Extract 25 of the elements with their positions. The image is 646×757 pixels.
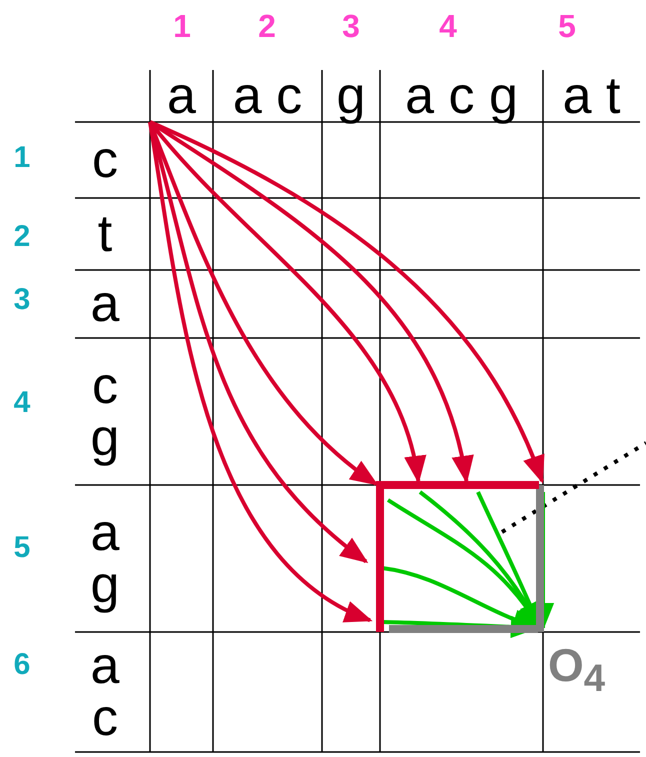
arrow	[532, 492, 554, 631]
sequence-letters: a	[90, 278, 120, 330]
sequence-letters: a c	[90, 640, 120, 744]
sequence-letters: a c	[232, 70, 304, 122]
column-number: 5	[557, 10, 577, 42]
sequence-letters: t	[96, 208, 114, 260]
column-number: 2	[257, 10, 277, 42]
sequence-letters: a t	[562, 70, 622, 122]
row-number: 4	[12, 388, 32, 418]
column-number: 3	[341, 10, 361, 42]
sequence-letters: a c g	[404, 70, 519, 122]
sequence-letters: g	[336, 70, 366, 122]
row-number: 5	[12, 533, 32, 563]
row-number: 1	[12, 143, 32, 173]
column-number: 4	[438, 10, 458, 42]
sequence-letters: c	[91, 134, 119, 186]
row-number: 6	[12, 650, 32, 680]
column-number: 1	[172, 10, 192, 42]
sequence-letters: c g	[90, 360, 120, 464]
row-number: 3	[12, 285, 32, 315]
row-number: 2	[12, 222, 32, 252]
arrow	[149, 120, 544, 484]
sequence-letters: a	[166, 70, 197, 122]
sequence-letters: a g	[90, 506, 120, 610]
output-label: O$_{4}$	[540, 630, 630, 700]
